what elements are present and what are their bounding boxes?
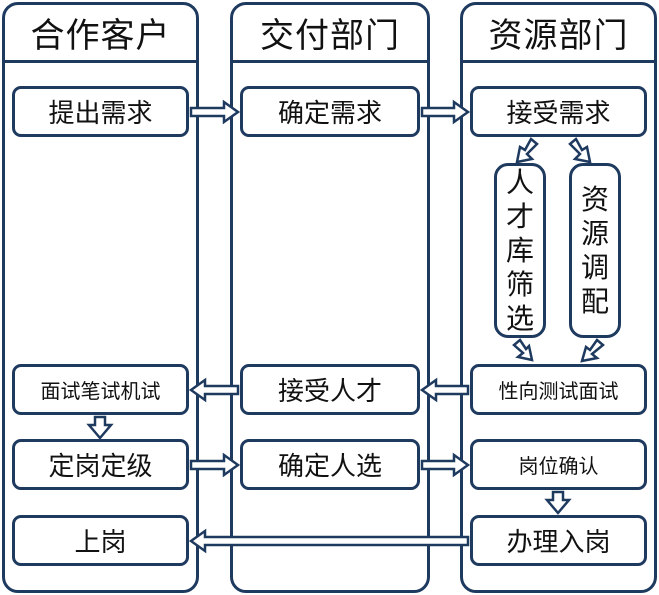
arrow-left-long	[188, 528, 470, 554]
box-personality-test: 性向测试面试	[470, 364, 647, 415]
box-confirm-person: 确定人选	[240, 439, 420, 490]
arrow-down-right	[568, 137, 592, 164]
box-interview: 面试笔试机试	[12, 364, 189, 415]
arrow-right	[420, 99, 471, 125]
talent-screen-char: 筛	[505, 267, 534, 301]
box-position-confirm: 岗位确认	[470, 439, 647, 490]
resource-allocate-char: 调	[580, 250, 609, 284]
arrow-right	[420, 452, 471, 478]
box-confirm-need: 确定需求	[240, 86, 420, 137]
arrow-down	[86, 415, 114, 440]
lane-title-resource: 资源部门	[463, 5, 654, 63]
box-grade: 定岗定级	[12, 439, 189, 490]
resource-allocate-char: 资	[580, 182, 609, 216]
arrow-left	[188, 377, 240, 403]
box-accept-need: 接受需求	[470, 86, 647, 137]
resource-allocate-char: 源	[580, 216, 609, 250]
box-accept-talent: 接受人才	[240, 364, 420, 415]
arrow-down-left	[515, 137, 539, 164]
box-onboard: 办理入岗	[470, 515, 647, 566]
lane-title-delivery: 交付部门	[233, 5, 427, 63]
lane-title-client: 合作客户	[5, 5, 196, 63]
box-start-work: 上岗	[12, 515, 189, 566]
talent-screen-char: 人	[505, 165, 534, 199]
arrow-down-left	[580, 338, 605, 363]
arrow-right	[189, 99, 241, 125]
arrow-left	[419, 377, 470, 403]
resource-allocate-char: 配	[580, 284, 609, 318]
box-talent-screening: 人 才 库 筛 选	[494, 163, 546, 338]
arrow-right	[189, 452, 241, 478]
talent-screen-char: 库	[505, 233, 534, 267]
arrow-down	[544, 490, 572, 515]
box-resource-allocation: 资 源 调 配	[569, 163, 621, 338]
arrow-down-right	[512, 338, 534, 362]
talent-screen-char: 才	[505, 199, 534, 233]
box-propose-need: 提出需求	[12, 86, 189, 137]
talent-screen-char: 选	[505, 301, 534, 335]
